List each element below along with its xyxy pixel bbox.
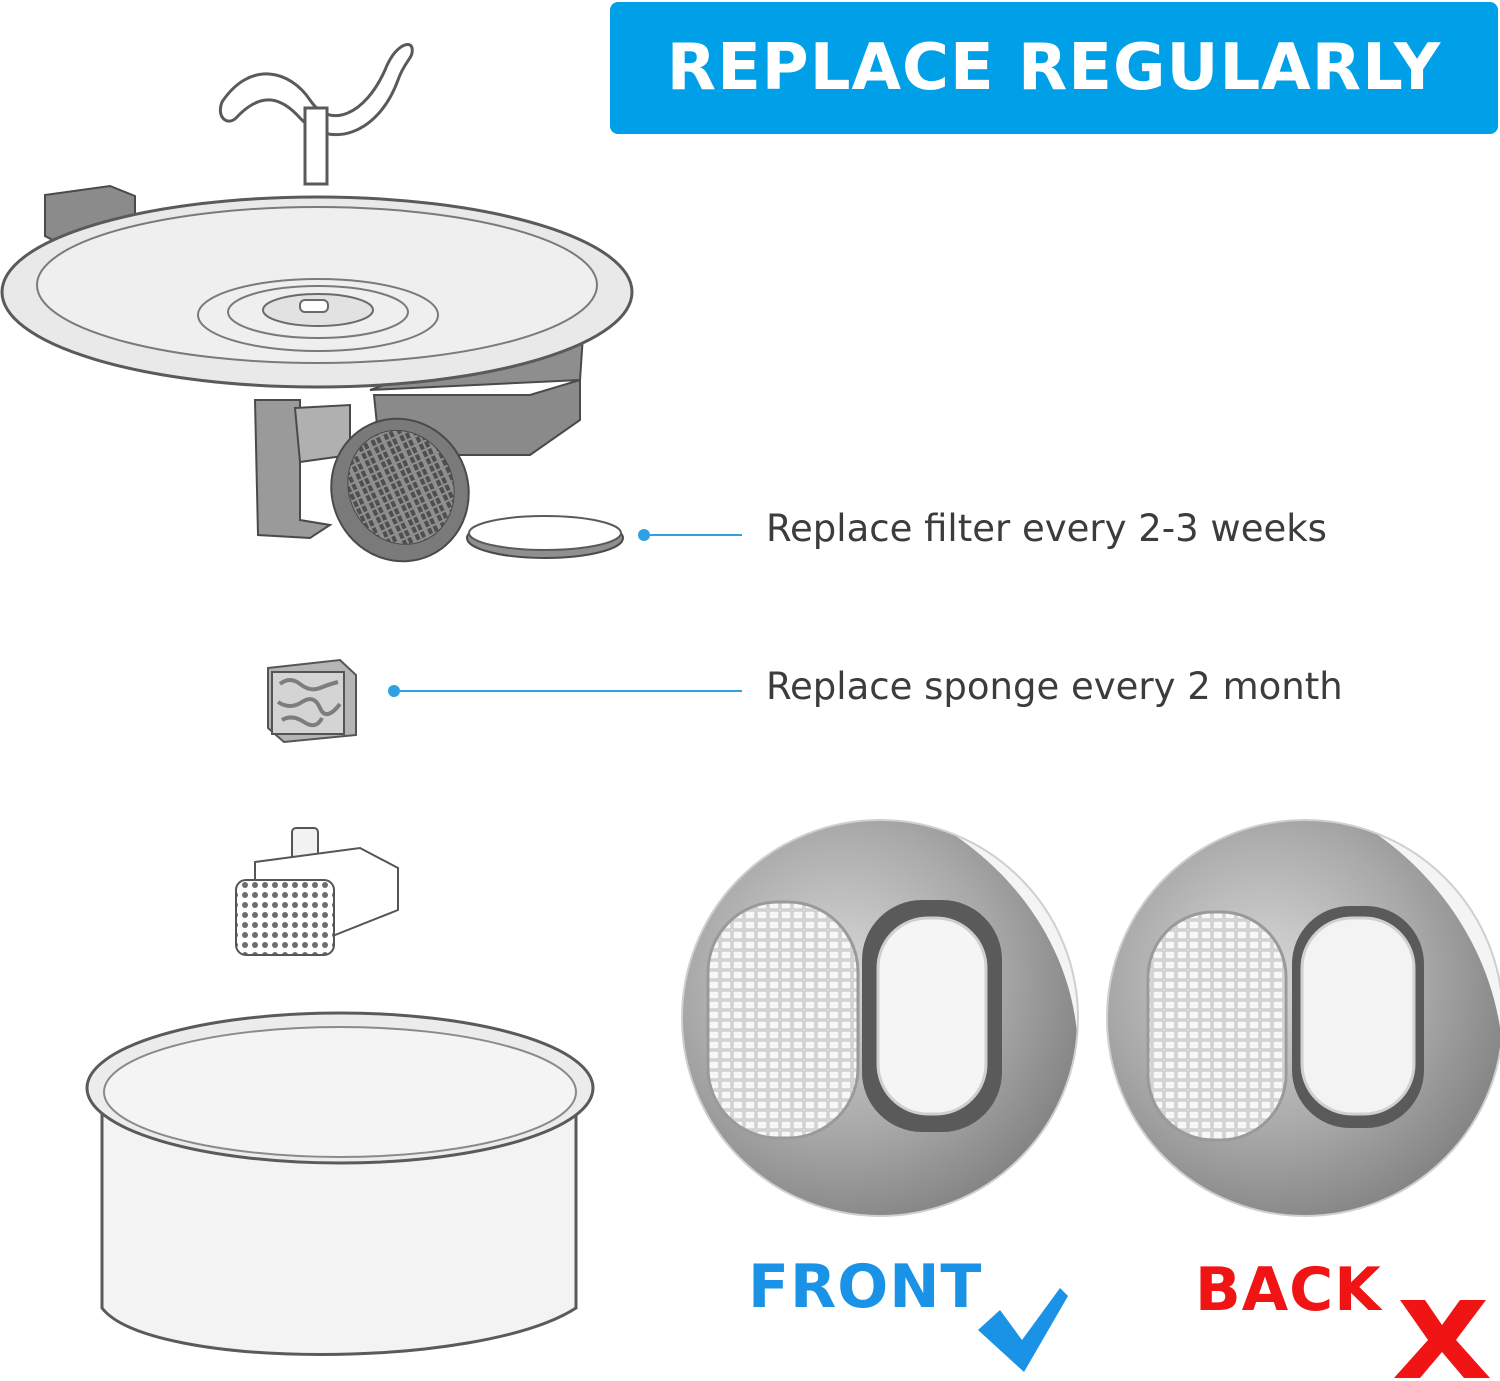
front-photo bbox=[681, 819, 1079, 1217]
tray-part bbox=[0, 184, 634, 563]
filter-instruction: Replace filter every 2-3 weeks bbox=[766, 507, 1327, 550]
checkmark-icon bbox=[978, 1288, 1068, 1372]
cross-icon bbox=[1394, 1300, 1490, 1378]
spout-part bbox=[219, 43, 414, 186]
sponge-part bbox=[267, 658, 357, 744]
back-photo bbox=[1106, 819, 1500, 1217]
page-title: REPLACE REGULARLY bbox=[666, 31, 1442, 105]
filter-callout-line bbox=[638, 529, 742, 541]
base-bowl-part bbox=[85, 1011, 595, 1356]
front-label: FRONT bbox=[748, 1252, 983, 1322]
header-banner: REPLACE REGULARLY bbox=[610, 2, 1498, 134]
sponge-callout-line bbox=[388, 685, 742, 697]
sponge-instruction: Replace sponge every 2 month bbox=[766, 665, 1343, 708]
pump-part bbox=[235, 827, 399, 956]
back-label: BACK bbox=[1195, 1255, 1382, 1325]
